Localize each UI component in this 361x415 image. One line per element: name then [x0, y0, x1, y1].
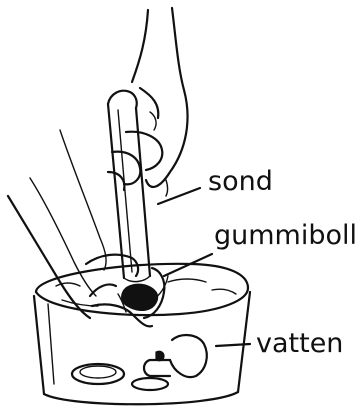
bowl-objects	[72, 335, 207, 390]
label-gummiboll: gummiboll	[214, 220, 357, 251]
label-vatten: vatten	[256, 328, 343, 359]
left-arm	[8, 130, 106, 318]
upper-hand	[108, 8, 188, 196]
label-sond: sond	[208, 166, 273, 197]
sond-leader-line	[158, 188, 200, 204]
rubber-ball	[118, 276, 168, 312]
vatten-leader-line	[216, 344, 250, 346]
probe	[108, 91, 150, 282]
